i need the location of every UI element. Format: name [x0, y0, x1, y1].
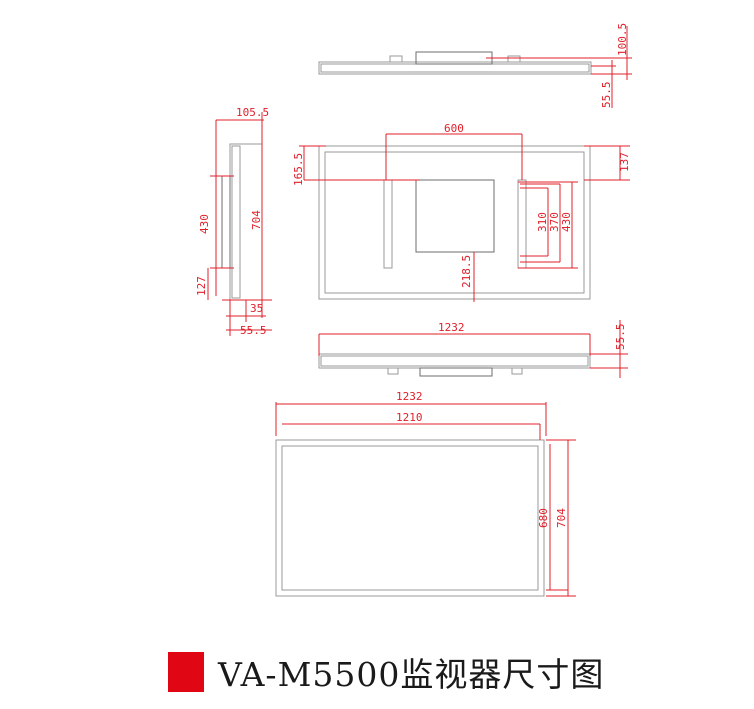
bottom-view: 1232 55.5 — [318, 320, 628, 378]
front-view-outer — [275, 439, 545, 597]
top-view-tab-left — [389, 55, 403, 63]
back-view-inner — [324, 151, 585, 294]
side-view-height: 704 — [250, 210, 263, 230]
side-view-bracket — [221, 175, 231, 269]
front-view-inner-height: 680 — [537, 508, 550, 528]
front-view-inner-width: 1210 — [396, 411, 423, 424]
bottom-view-inner — [320, 355, 589, 367]
front-view-outer-width: 1232 — [396, 390, 423, 403]
front-view-screen — [281, 445, 539, 591]
back-view-mount-width: 600 — [444, 122, 464, 135]
back-view-mount-plate — [415, 179, 495, 253]
back-view-top-offset: 165.5 — [292, 153, 305, 186]
bottom-view-bracket — [419, 367, 493, 377]
back-view-rail-right — [517, 179, 527, 269]
top-view-body — [318, 61, 592, 75]
side-view-top-depth: 105.5 — [236, 106, 269, 119]
caption-marker — [168, 652, 204, 692]
caption-text: VA-M5500监视器尺寸图 — [218, 655, 605, 694]
bottom-view-foot-left — [387, 367, 399, 375]
back-view-bottom-center: 218.5 — [460, 255, 473, 288]
side-view-thin-depth: 35 — [250, 302, 263, 315]
side-view-body-depth: 55.5 — [240, 324, 267, 337]
top-view-tab-right — [507, 55, 521, 63]
top-view: 100.5 55.5 — [318, 23, 632, 109]
back-view-right-top: 137 — [618, 152, 631, 172]
bottom-view-depth: 55.5 — [614, 324, 627, 351]
top-view-depth-body: 55.5 — [600, 82, 613, 109]
back-view-body — [318, 145, 591, 300]
side-view-mount-height: 430 — [198, 214, 211, 234]
front-view: 1232 1210 680 704 — [275, 390, 576, 597]
top-view-depth-total: 100.5 — [616, 23, 629, 56]
side-view: 105.5 430 704 127 35 55.5 — [195, 106, 272, 337]
bottom-view-width: 1232 — [438, 321, 465, 334]
top-view-inner — [320, 63, 590, 73]
side-view-bottom-offset: 127 — [195, 276, 208, 296]
back-view: 600 165.5 137 310 370 430 218.5 — [292, 122, 631, 302]
figure-caption: VA-M5500监视器尺寸图 — [168, 650, 604, 694]
back-view-rail-left — [383, 179, 393, 269]
back-view-h2: 370 — [548, 212, 561, 232]
back-view-h1: 310 — [536, 212, 549, 232]
front-view-outer-height: 704 — [555, 508, 568, 528]
side-view-panel — [231, 145, 241, 299]
back-view-h3: 430 — [560, 212, 573, 232]
bottom-view-foot-right — [511, 367, 523, 375]
